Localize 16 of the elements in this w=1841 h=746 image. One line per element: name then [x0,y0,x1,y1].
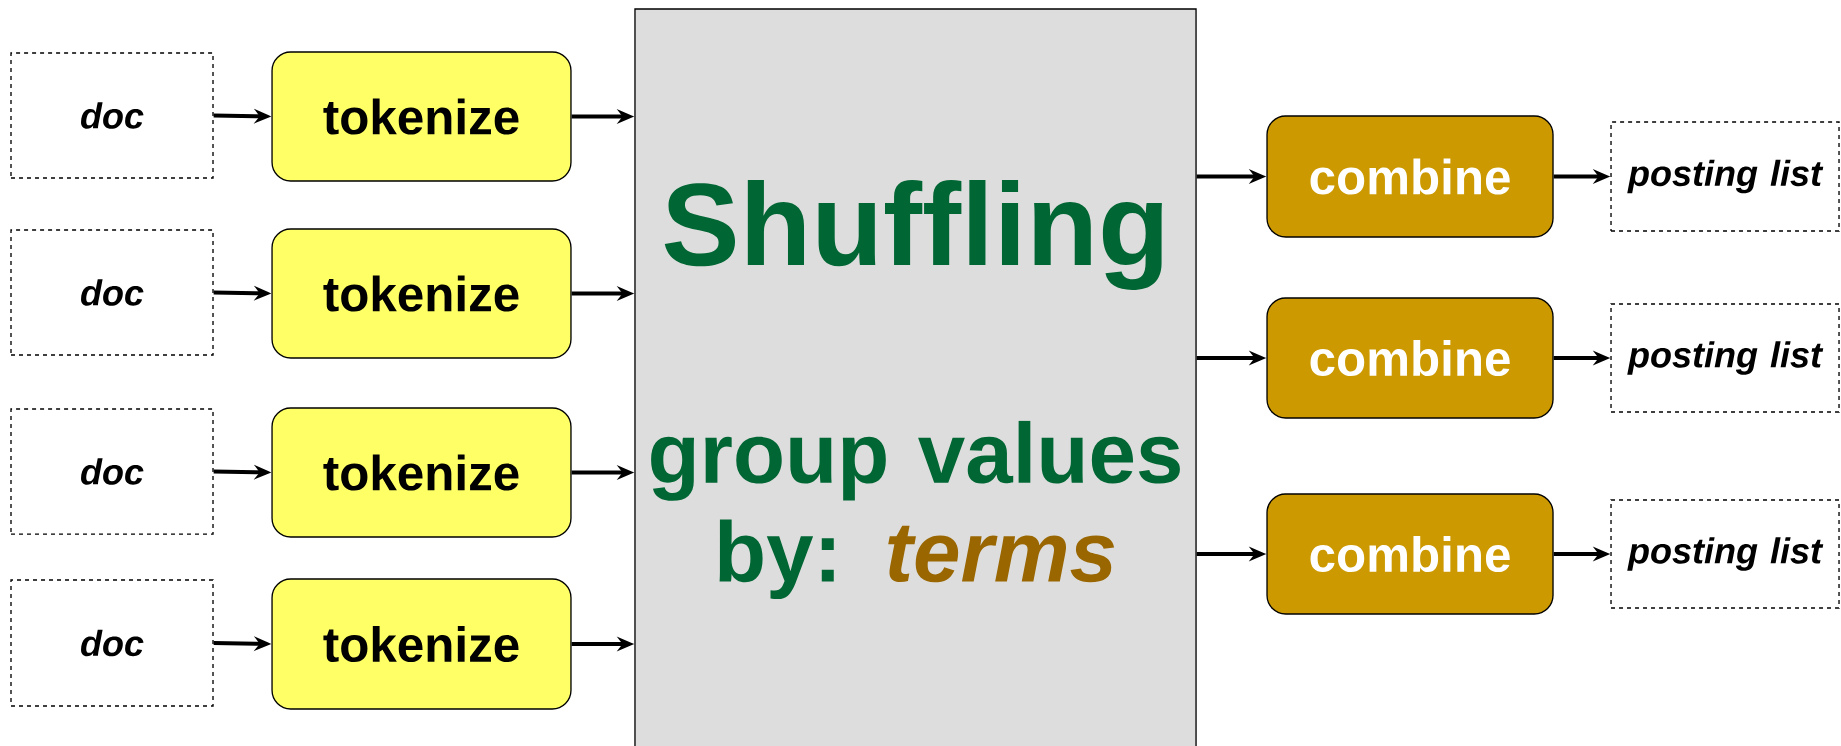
process-box: tokenize [271,228,572,359]
output-box: posting list [1610,499,1840,609]
doc-box: doc [10,579,214,707]
process-box: combine [1266,115,1554,238]
process-box: tokenize [271,51,572,182]
process-box: tokenize [271,407,572,538]
process-box: combine [1266,493,1554,615]
output-box: posting list [1610,303,1840,413]
process-box: tokenize [271,578,572,710]
process-box: combine [1266,297,1554,419]
subheading: group values by: terms [651,420,1180,600]
doc-box: doc [10,408,214,535]
output-box: posting list [1610,121,1840,232]
doc-box: doc [10,229,214,356]
doc-box: doc [10,52,214,179]
heading: Shuffling [664,180,1162,290]
